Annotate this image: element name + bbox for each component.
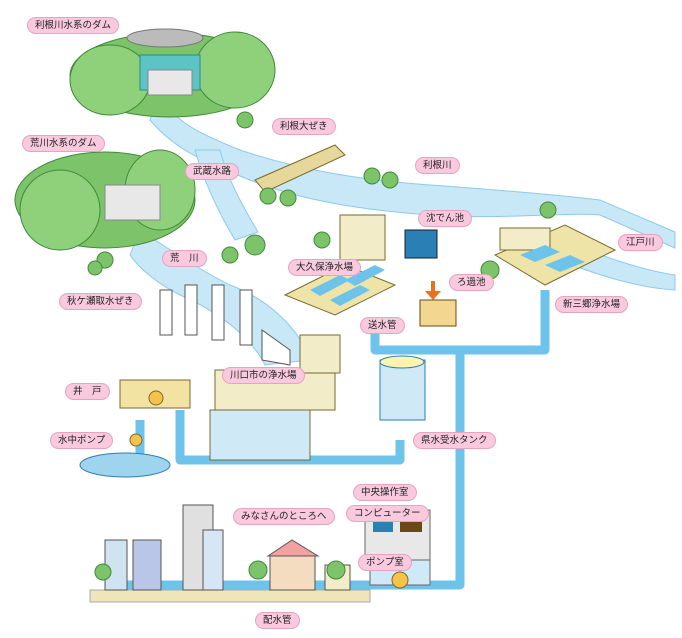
- label-central-control: 中央操作室: [353, 484, 417, 501]
- label-arakawa: 荒 川: [162, 250, 207, 267]
- arakawa-mountains: [14, 149, 196, 251]
- label-sedimentation-pond: 沈でん池: [418, 210, 473, 227]
- trees: [87, 111, 557, 581]
- label-kawaguchi-plant: 川口市の浄水場: [222, 367, 305, 384]
- tone-weir: [254, 144, 346, 193]
- label-edogawa: 江戸川: [618, 234, 663, 251]
- label-to-everyone: みなさんのところへ: [233, 508, 335, 525]
- label-okubo-plant: 大久保浄水場: [288, 259, 362, 276]
- label-arakawa-dam: 荒川水系のダム: [22, 135, 105, 152]
- label-shin-misato-plant: 新三郷浄水場: [555, 296, 629, 313]
- label-filter-pond: ろ過池: [449, 274, 494, 291]
- well-building: [79, 379, 191, 478]
- label-transmission-pipe: 送水管: [360, 317, 405, 334]
- shin-misato-plant-building: [493, 224, 617, 286]
- label-submersible-pump: 水中ポンプ: [50, 432, 114, 449]
- label-pump-room: ポンプ室: [358, 554, 412, 571]
- label-distribution-pipe: 配水管: [255, 612, 300, 629]
- label-computer: コンピューター: [346, 505, 429, 522]
- process-icons: [404, 229, 457, 327]
- label-well: 井 戸: [65, 383, 110, 400]
- receiving-tank: [379, 355, 426, 421]
- city: [89, 504, 371, 603]
- label-prefectural-tank: 県水受水タンク: [413, 432, 496, 449]
- label-tone-weir: 利根大ぜき: [272, 118, 336, 135]
- tone-mountains: [69, 28, 276, 118]
- akigase-weir: [159, 284, 291, 366]
- okubo-plant-building: [283, 214, 397, 316]
- label-tone-dam: 利根川水系のダム: [27, 17, 120, 34]
- label-tonegawa: 利根川: [415, 157, 460, 174]
- label-akigase-weir: 秋ケ瀬取水ぜき: [59, 293, 142, 310]
- label-musashi-channel: 武蔵水路: [185, 163, 240, 180]
